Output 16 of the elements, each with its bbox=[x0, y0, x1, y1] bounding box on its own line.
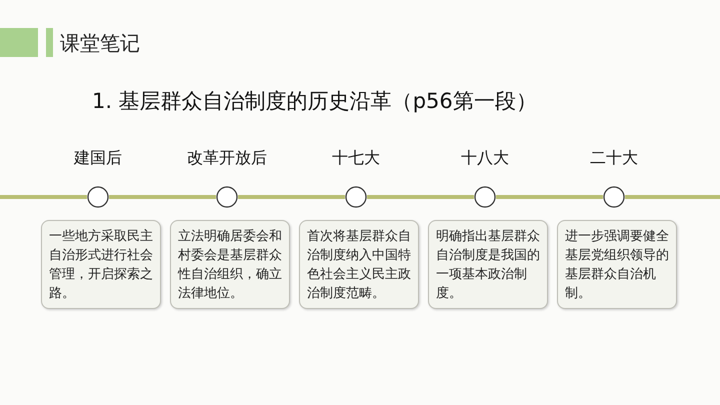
text-box: 一些地方采取民主自治形式进行社会管理，开启探索之路。 bbox=[41, 220, 161, 309]
period-label: 十八大 bbox=[460, 148, 510, 169]
section-heading: 课堂笔记 bbox=[60, 30, 140, 57]
timeline-line bbox=[109, 195, 216, 199]
period-label: 十七大 bbox=[331, 148, 381, 169]
period-label: 二十大 bbox=[589, 148, 639, 169]
period-label: 改革开放后 bbox=[186, 148, 268, 169]
timeline-line bbox=[238, 195, 345, 199]
period-label: 建国后 bbox=[72, 148, 123, 169]
text-box: 立法明确居委会和村委会是基层群众性自治组织，确立法律地位。 bbox=[170, 220, 290, 309]
text-box: 首次将基层群众自治制度纳入中国特色社会主义民主政治制度范畴。 bbox=[299, 220, 419, 309]
timeline-line bbox=[367, 195, 474, 199]
timeline-line bbox=[496, 195, 603, 199]
text-box: 明确指出基层群众自治制度是我国的一项基本政治制度。 bbox=[428, 220, 548, 309]
title: 1. 基层群众自治制度的历史沿革（p56第一段） bbox=[92, 88, 537, 115]
text-box: 进一步强调要健全基层党组织领导的基层群众自治机制。 bbox=[557, 220, 677, 309]
